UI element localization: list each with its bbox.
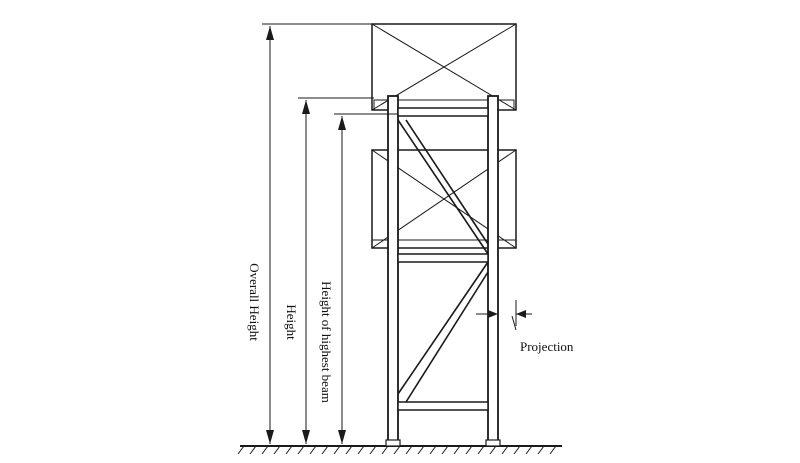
floor-hatch-mark	[309, 445, 317, 455]
top-beam	[397, 107, 489, 117]
floor-hatch-mark	[381, 445, 389, 455]
floor-hatch-mark	[405, 445, 413, 455]
floor-hatch-mark	[453, 445, 461, 455]
floor-hatch-mark	[237, 445, 245, 455]
floor	[237, 445, 562, 455]
rear-upright	[487, 95, 499, 447]
floor-hatch-mark	[465, 445, 473, 455]
floor-hatch-mark	[345, 445, 353, 455]
lower-beam	[397, 253, 489, 263]
highest-beam-label: Height of highest beam	[319, 281, 334, 403]
floor-hatch-mark	[285, 445, 293, 455]
bottom-beam	[397, 401, 489, 411]
overall-height-dimension: Overall Height	[247, 23, 372, 444]
floor-hatch-mark	[513, 445, 521, 455]
floor-hatch-mark	[273, 445, 281, 455]
floor-hatch-mark	[417, 445, 425, 455]
rack-frame	[385, 95, 501, 447]
floor-hatch-mark	[249, 445, 257, 455]
floor-hatch-mark	[261, 445, 269, 455]
height-label: Height	[284, 304, 299, 340]
height-dimension: Height	[284, 97, 374, 444]
projection-dimension: Projection	[476, 300, 574, 354]
lower-diagonal-brace	[397, 261, 489, 403]
overall-height-label: Overall Height	[247, 263, 262, 341]
floor-hatch-mark	[393, 445, 401, 455]
floor-hatch-mark	[297, 445, 305, 455]
floor-hatch-mark	[489, 445, 497, 455]
floor-hatch-mark	[321, 445, 329, 455]
floor-hatch-mark	[357, 445, 365, 455]
highest-beam-dimension: Height of highest beam	[319, 113, 398, 444]
floor-hatch-mark	[525, 445, 533, 455]
floor-hatch-mark	[369, 445, 377, 455]
floor-hatch-mark	[537, 445, 545, 455]
upper-diagonal-brace	[397, 119, 489, 255]
floor-hatch-mark	[333, 445, 341, 455]
floor-hatch-mark	[477, 445, 485, 455]
floor-hatch-mark	[441, 445, 449, 455]
floor-hatch-mark	[549, 445, 557, 455]
projection-label: Projection	[520, 339, 574, 354]
floor-hatch-mark	[501, 445, 509, 455]
floor-hatch-mark	[429, 445, 437, 455]
front-upright	[387, 95, 399, 447]
